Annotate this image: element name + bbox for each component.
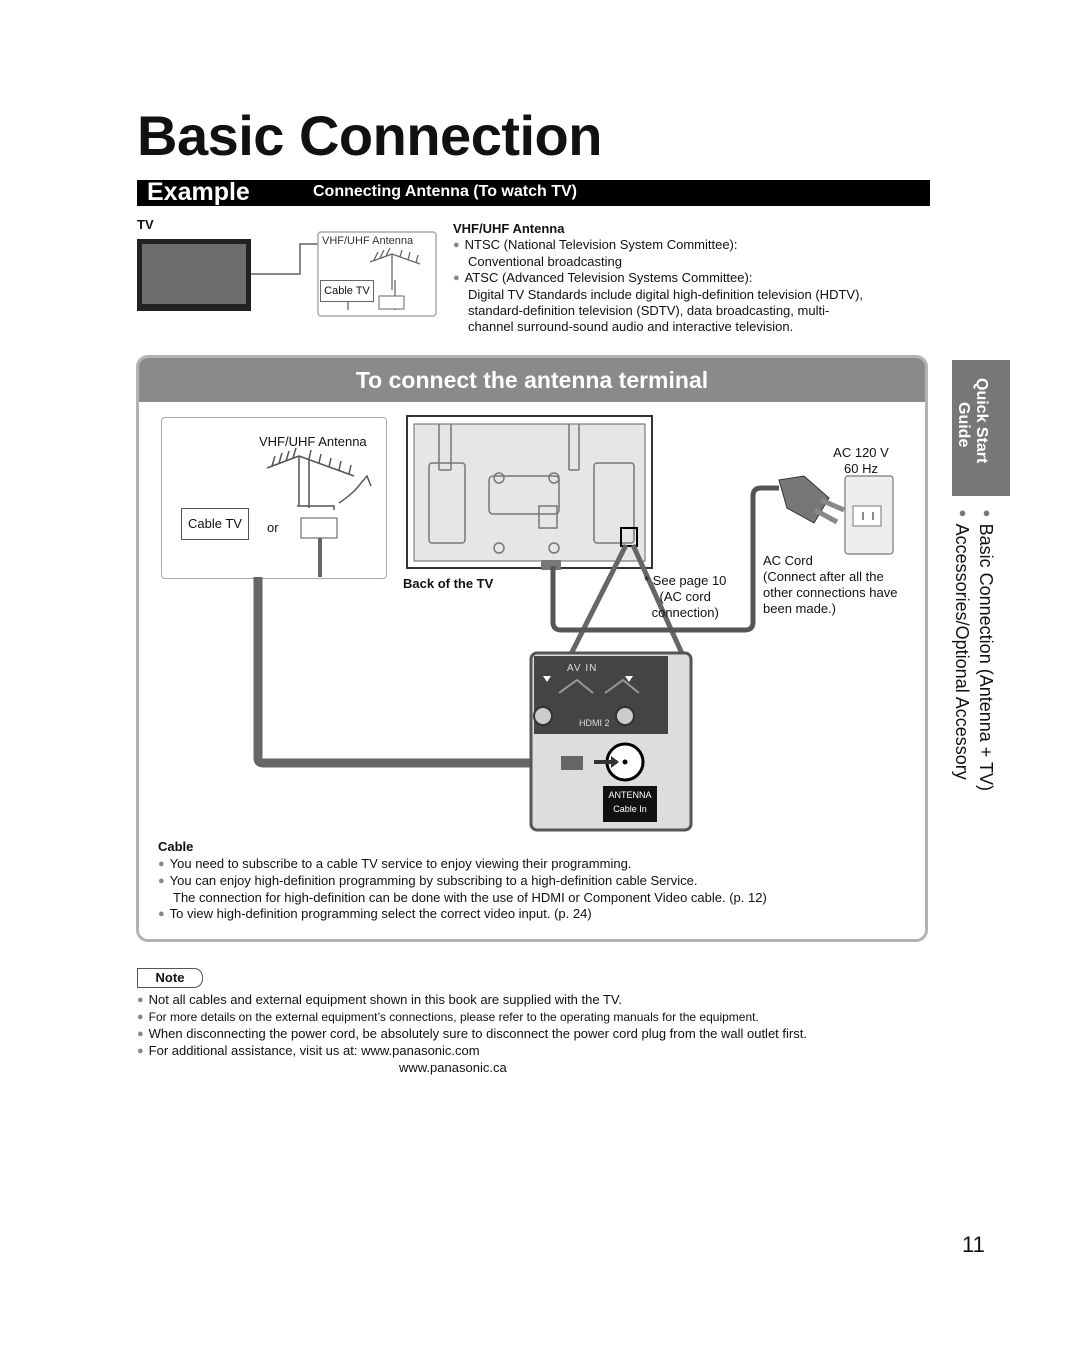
vhf-item-atsc: ATSC (Advanced Television Systems Commit… (453, 270, 933, 287)
page-title: Basic Connection (137, 104, 602, 167)
note-extra-url: www.panasonic.ca (399, 1060, 507, 1075)
cable-note-3: To view high-definition programming sele… (158, 906, 918, 923)
or-label: or (267, 520, 279, 535)
antenna-label-box (603, 786, 657, 822)
antenna-label: VHF/UHF Antenna (259, 434, 367, 449)
note-item-4: For additional assistance, visit us at: … (137, 1043, 937, 1060)
ac-cord-line2: other connections have (763, 585, 898, 600)
antenna-terminal-line1: ANTENNA (608, 790, 652, 800)
coax-plug (561, 756, 583, 770)
antenna-terminal-line2: Cable In (613, 804, 647, 814)
example-label: Example (147, 178, 250, 206)
splitter-box (300, 517, 338, 539)
side-item-basic-connection: ● Basic Connection (Antenna + TV) (974, 505, 998, 835)
connection-diagram (253, 415, 894, 832)
side-item-basic-connection-label: Basic Connection (Antenna + TV) (976, 523, 996, 791)
vhf-heading: VHF/UHF Antenna (453, 221, 565, 236)
ac-cord (550, 485, 779, 633)
side-bullet-1: ● (955, 505, 970, 524)
top-antenna-label: VHF/UHF Antenna (322, 235, 414, 247)
cable-note-2b: The connection for high-definition can b… (173, 890, 767, 905)
top-antenna-icon (347, 247, 421, 310)
cable-heading: Cable (158, 839, 194, 854)
tab-line1: Quick Start (973, 378, 990, 464)
cable-note-2: You can enjoy high-definition programmin… (158, 873, 918, 890)
antenna-terminal-label: ANTENNA Cable In (603, 788, 657, 816)
vhf-item-ntsc-desc: Conventional broadcasting (468, 254, 622, 269)
tv-screen (142, 244, 246, 304)
quick-start-tab: Quick Start Guide (952, 360, 1010, 496)
tv-label: TV (137, 217, 154, 232)
antenna-icon (266, 447, 372, 510)
vhf-list: NTSC (National Television System Committ… (453, 237, 933, 335)
ac-cord-title: AC Cord (763, 553, 813, 568)
side-item-accessories-label: Accessories/Optional Accessory (952, 523, 972, 780)
hdmi-label: HDMI 2 (579, 718, 610, 728)
example-bar: Example Connecting Antenna (To watch TV) (137, 178, 930, 206)
outlet-face (852, 505, 882, 527)
tv-back-inner (413, 423, 646, 562)
av-in-label: AV IN (567, 663, 598, 674)
ac-cord-note: AC Cord (Connect after all the other con… (763, 553, 925, 617)
see-page-note: * See page 10 (AC cord connection) (644, 573, 726, 621)
page-number: 11 (962, 1232, 985, 1257)
antenna-cable (253, 577, 569, 768)
zoom-lines (566, 543, 687, 660)
ac-cord-line1: (Connect after all the (763, 569, 884, 584)
plug-icon (778, 475, 845, 525)
ac-cord-line3: been made.) (763, 601, 836, 616)
note-list: Not all cables and external equipment sh… (137, 992, 937, 1076)
see-page-line2: (AC cord (659, 589, 711, 604)
vhf-item-atsc-desc3: channel surround-sound audio and interac… (468, 319, 794, 334)
ac-voltage: AC 120 V 60 Hz (825, 445, 897, 477)
av-in-block (534, 656, 668, 734)
vhf-item-atsc-desc1: Digital TV Standards include digital hig… (468, 287, 864, 302)
antenna-panel: To connect the antenna terminal VHF/UHF … (136, 355, 928, 942)
vhf-item-atsc-desc2: standard-definition television (SDTV), d… (468, 303, 830, 318)
side-bullet-2: ● (979, 505, 994, 524)
cable-notes: You need to subscribe to a cable TV serv… (158, 856, 918, 923)
example-subtitle: Connecting Antenna (To watch TV) (313, 183, 577, 200)
note-label: Note (137, 968, 203, 988)
top-cable-tv-box: Cable TV (320, 280, 374, 302)
cable-note-1: You need to subscribe to a cable TV serv… (158, 856, 918, 873)
tv-back-details (428, 424, 635, 554)
ac-line1: AC 120 V (833, 445, 889, 460)
ac-inlet-highlight (620, 527, 638, 547)
see-page-line3: connection) (651, 605, 719, 620)
antenna-box (161, 417, 387, 579)
panel-heading: To connect the antenna terminal (139, 358, 925, 402)
note-item-3: When disconnecting the power cord, be ab… (137, 1026, 937, 1043)
ac-line2: 60 Hz (844, 461, 878, 476)
see-page-line1: * See page 10 (644, 573, 727, 588)
top-cable-line (251, 243, 319, 275)
tv-stand-notch (541, 560, 561, 570)
note-item-1: Not all cables and external equipment sh… (137, 992, 937, 1009)
vhf-item-ntsc: NTSC (National Television System Committ… (453, 237, 933, 254)
side-item-accessories: ● Accessories/Optional Accessory (950, 505, 974, 835)
tab-line2: Guide (955, 402, 972, 448)
note-item-2: For more details on the external equipme… (137, 1009, 937, 1026)
cable-tv-box: Cable TV (181, 508, 249, 540)
top-splitter (378, 295, 405, 310)
back-of-tv-label: Back of the TV (403, 576, 494, 591)
